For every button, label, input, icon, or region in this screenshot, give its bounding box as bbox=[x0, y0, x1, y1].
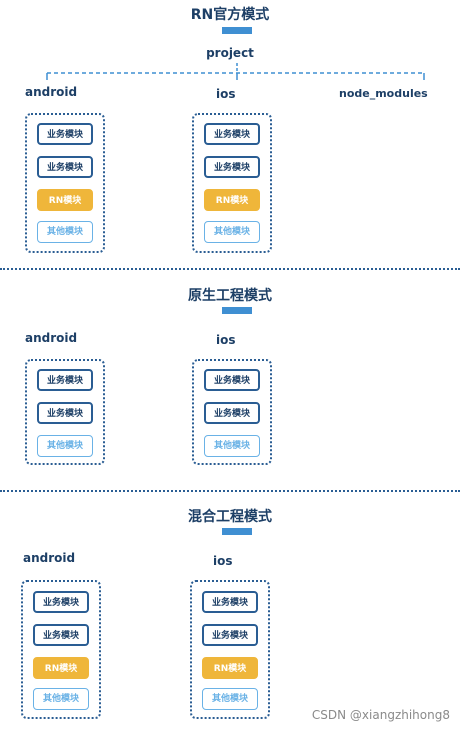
hybrid-mode-title-bar bbox=[222, 528, 252, 535]
business-module: 业务模块 bbox=[37, 156, 93, 178]
business-module: 业务模块 bbox=[37, 402, 93, 424]
section-divider bbox=[0, 268, 460, 270]
business-module: 业务模块 bbox=[37, 123, 93, 145]
native-mode-title-bar bbox=[222, 307, 252, 314]
business-module: 业务模块 bbox=[37, 369, 93, 391]
rn-mode-title: RN官方模式 bbox=[190, 7, 270, 23]
rn-mode-node-modules-label: node_modules bbox=[339, 87, 428, 100]
rn-mode-android-label: android bbox=[25, 85, 78, 99]
rn-mode-ios-container: 业务模块 业务模块 RN模块 其他模块 bbox=[192, 113, 272, 253]
other-module: 其他模块 bbox=[37, 435, 93, 457]
rn-module: RN模块 bbox=[33, 657, 89, 679]
section-divider bbox=[0, 490, 460, 492]
other-module: 其他模块 bbox=[37, 221, 93, 243]
rn-module: RN模块 bbox=[204, 189, 260, 211]
business-module: 业务模块 bbox=[204, 156, 260, 178]
native-mode-android-label: android bbox=[25, 331, 78, 345]
business-module: 业务模块 bbox=[204, 369, 260, 391]
hybrid-mode-ios-container: 业务模块 业务模块 RN模块 其他模块 bbox=[190, 580, 270, 719]
native-mode-title: 原生工程模式 bbox=[188, 288, 272, 304]
hybrid-mode-android-container: 业务模块 业务模块 RN模块 其他模块 bbox=[21, 580, 101, 719]
project-label: project bbox=[206, 46, 254, 60]
hybrid-mode-android-label: android bbox=[23, 551, 76, 565]
rn-module: RN模块 bbox=[202, 657, 258, 679]
other-module: 其他模块 bbox=[33, 688, 89, 710]
rn-mode-android-container: 业务模块 业务模块 RN模块 其他模块 bbox=[25, 113, 105, 253]
hybrid-mode-ios-label: ios bbox=[213, 554, 233, 568]
other-module: 其他模块 bbox=[202, 688, 258, 710]
business-module: 业务模块 bbox=[202, 591, 258, 613]
hybrid-mode-title: 混合工程模式 bbox=[188, 509, 272, 525]
native-mode-ios-label: ios bbox=[216, 333, 236, 347]
business-module: 业务模块 bbox=[204, 402, 260, 424]
business-module: 业务模块 bbox=[202, 624, 258, 646]
rn-mode-ios-label: ios bbox=[216, 87, 236, 101]
rn-module: RN模块 bbox=[37, 189, 93, 211]
csdn-watermark: CSDN @xiangzhihong8 bbox=[311, 708, 450, 722]
native-mode-ios-container: 业务模块 业务模块 其他模块 bbox=[192, 359, 272, 465]
project-tree-connector bbox=[46, 63, 425, 80]
business-module: 业务模块 bbox=[33, 624, 89, 646]
business-module: 业务模块 bbox=[33, 591, 89, 613]
business-module: 业务模块 bbox=[204, 123, 260, 145]
other-module: 其他模块 bbox=[204, 435, 260, 457]
rn-mode-title-bar bbox=[222, 27, 252, 34]
other-module: 其他模块 bbox=[204, 221, 260, 243]
native-mode-android-container: 业务模块 业务模块 其他模块 bbox=[25, 359, 105, 465]
